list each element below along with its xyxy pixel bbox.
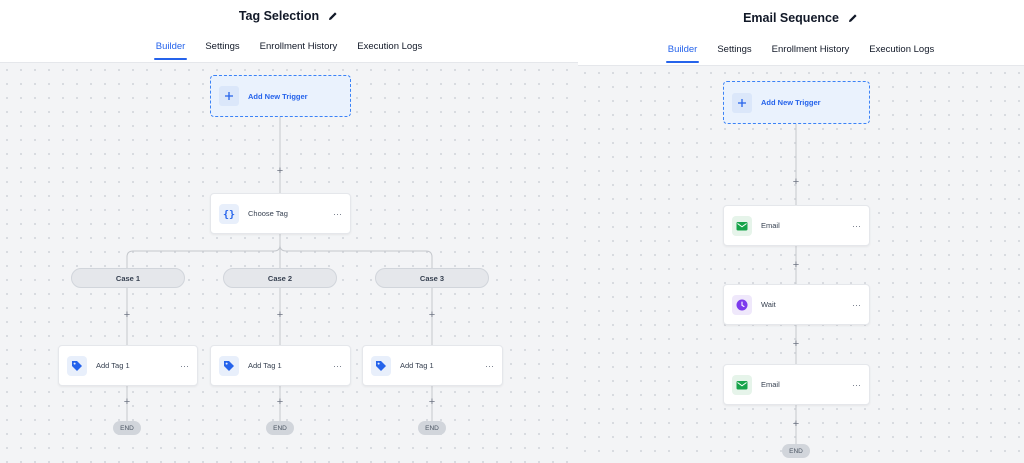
add-step-plus[interactable]: + — [792, 417, 800, 430]
workflow-title: Email Sequence — [743, 11, 839, 25]
tab-settings[interactable]: Settings — [717, 44, 752, 55]
add-step-plus[interactable]: + — [276, 395, 284, 408]
more-options-icon[interactable]: ··· — [333, 208, 342, 219]
add-trigger-button[interactable]: Add New Trigger — [210, 75, 351, 117]
action-label: Add Tag 1 — [96, 361, 130, 370]
tag-icon — [219, 355, 239, 376]
step-label: Email — [761, 380, 780, 389]
tag-icon — [371, 355, 391, 376]
end-marker: END — [266, 421, 294, 435]
add-step-plus[interactable]: + — [792, 337, 800, 350]
add-trigger-label: Add New Trigger — [761, 98, 821, 107]
workflow-canvas[interactable]: Add New Trigger + {} Choose Tag ··· Case… — [0, 63, 578, 463]
workflow-tag-selection: Tag Selection Builder Settings Enrollmen… — [0, 0, 578, 463]
clock-icon — [732, 294, 752, 315]
end-marker: END — [113, 421, 141, 435]
tab-bar: Builder Settings Enrollment History Exec… — [0, 41, 578, 60]
envelope-icon — [732, 374, 752, 395]
add-step-plus[interactable]: + — [276, 308, 284, 321]
action-node-add-tag[interactable]: Add Tag 1 ··· — [210, 345, 351, 386]
pencil-icon[interactable] — [847, 12, 859, 24]
workflow-email-sequence: Email Sequence Builder Settings Enrollme… — [578, 0, 1024, 463]
condition-node[interactable]: {} Choose Tag ··· — [210, 193, 351, 234]
action-node-add-tag[interactable]: Add Tag 1 ··· — [58, 345, 198, 386]
more-options-icon[interactable]: ··· — [852, 379, 861, 390]
add-step-plus[interactable]: + — [792, 175, 800, 188]
tab-bar: Builder Settings Enrollment History Exec… — [578, 44, 1024, 63]
envelope-icon — [732, 215, 752, 236]
email-step-node[interactable]: Email ··· — [723, 205, 870, 246]
action-node-add-tag[interactable]: Add Tag 1 ··· — [362, 345, 503, 386]
end-marker: END — [418, 421, 446, 435]
workflow-header: Email Sequence Builder Settings Enrollme… — [578, 0, 1024, 66]
workflow-header: Tag Selection Builder Settings Enrollmen… — [0, 0, 578, 63]
workflow-title: Tag Selection — [238, 9, 320, 23]
tab-execution-logs[interactable]: Execution Logs — [357, 41, 423, 52]
add-trigger-button[interactable]: Add New Trigger — [723, 81, 870, 124]
add-step-plus[interactable]: + — [792, 258, 800, 271]
action-label: Add Tag 1 — [248, 361, 282, 370]
tab-builder[interactable]: Builder — [146, 41, 196, 60]
tab-builder[interactable]: Builder — [658, 44, 708, 63]
add-step-plus[interactable]: + — [123, 395, 131, 408]
add-step-plus[interactable]: + — [123, 308, 131, 321]
connector-lines — [126, 117, 433, 421]
plus-icon — [732, 92, 752, 113]
tab-enrollment-history[interactable]: Enrollment History — [771, 44, 850, 55]
end-marker: END — [782, 444, 810, 458]
case-branch-3[interactable]: Case 3 — [375, 268, 489, 288]
email-step-node[interactable]: Email ··· — [723, 364, 870, 405]
plus-icon — [219, 86, 239, 106]
wait-step-node[interactable]: Wait ··· — [723, 284, 870, 325]
add-step-plus[interactable]: + — [428, 395, 436, 408]
add-step-plus[interactable]: + — [428, 308, 436, 321]
workflow-canvas[interactable]: Add New Trigger + Email ··· + Wait ··· +… — [578, 66, 1024, 463]
curly-braces-icon: {} — [219, 203, 239, 224]
tab-settings[interactable]: Settings — [205, 41, 240, 52]
more-options-icon[interactable]: ··· — [333, 360, 342, 371]
condition-label: Choose Tag — [248, 209, 288, 218]
more-options-icon[interactable]: ··· — [852, 299, 861, 310]
tab-execution-logs[interactable]: Execution Logs — [869, 44, 935, 55]
more-options-icon[interactable]: ··· — [852, 220, 861, 231]
tag-icon — [67, 355, 87, 376]
step-label: Wait — [761, 300, 776, 309]
more-options-icon[interactable]: ··· — [180, 360, 189, 371]
action-label: Add Tag 1 — [400, 361, 434, 370]
pencil-icon[interactable] — [327, 10, 339, 22]
connector-lines — [795, 124, 797, 444]
more-options-icon[interactable]: ··· — [485, 360, 494, 371]
case-branch-2[interactable]: Case 2 — [223, 268, 337, 288]
add-trigger-label: Add New Trigger — [248, 91, 308, 101]
case-branch-1[interactable]: Case 1 — [71, 268, 185, 288]
add-step-plus[interactable]: + — [276, 164, 284, 177]
step-label: Email — [761, 221, 780, 230]
tab-enrollment-history[interactable]: Enrollment History — [259, 41, 338, 52]
svg-text:{}: {} — [223, 209, 235, 220]
